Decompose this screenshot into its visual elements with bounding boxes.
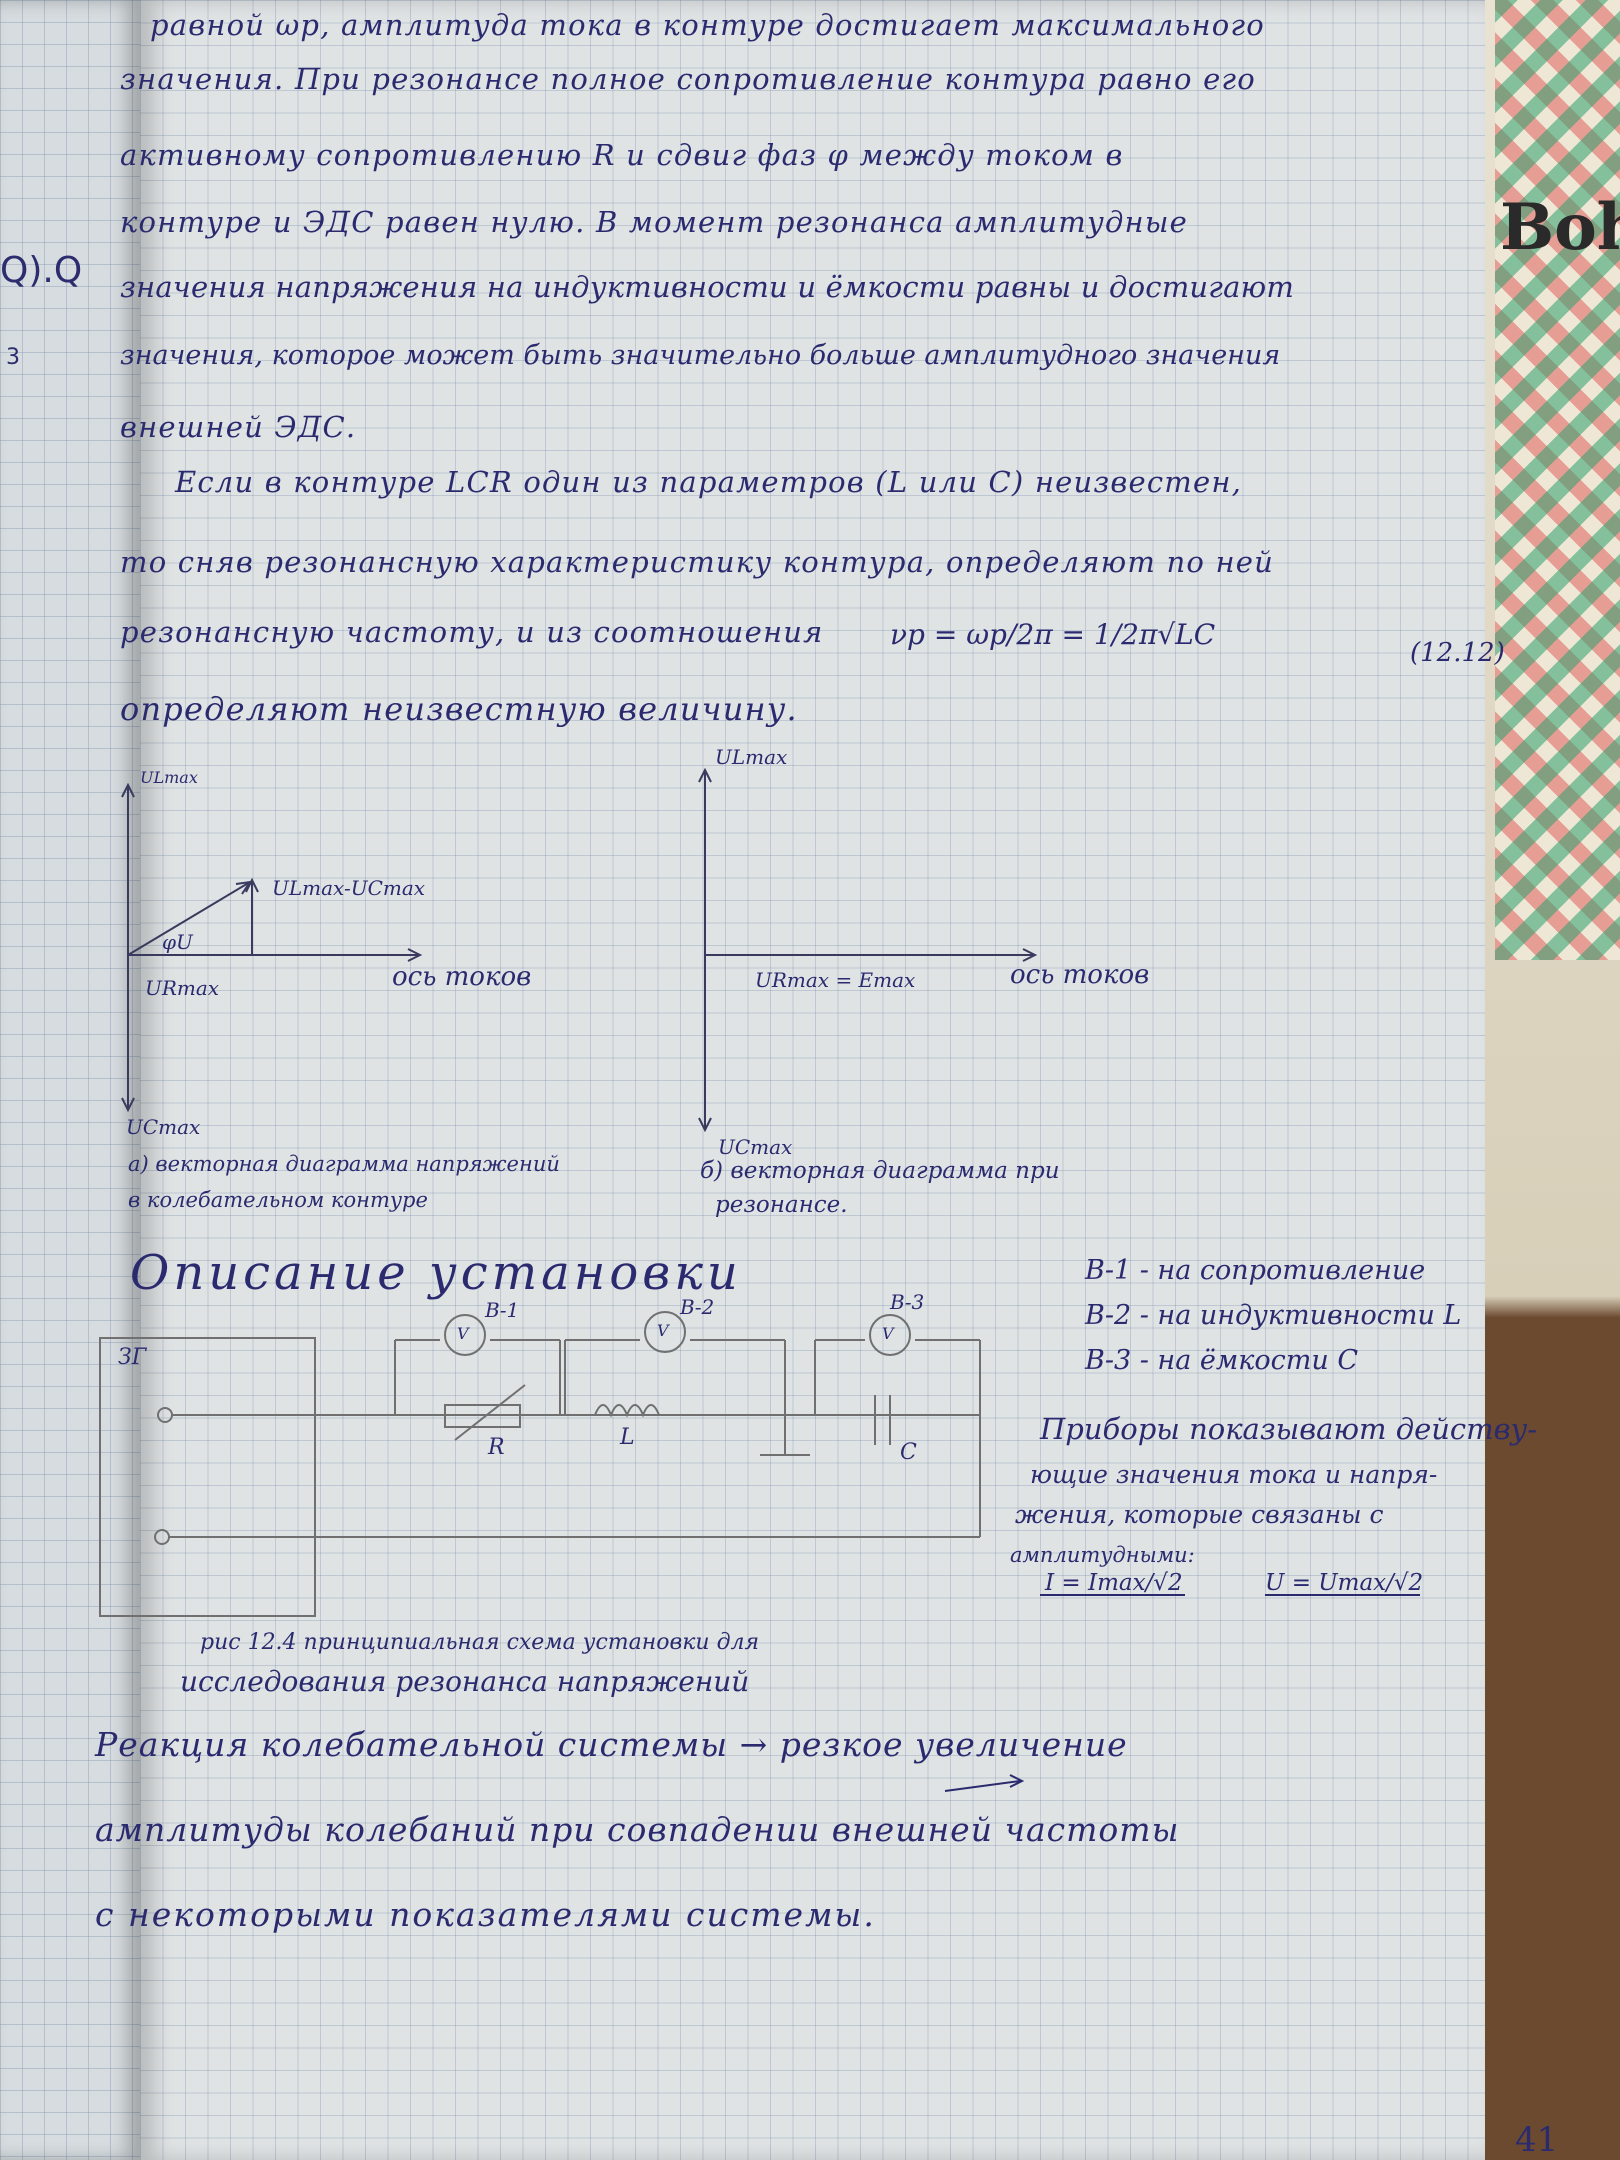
setup-title: Описание установки (130, 1245, 742, 1301)
diagram-b-top-label: ULmax (715, 745, 788, 769)
summary-line: с некоторыми показателями системы. (95, 1895, 876, 1934)
diagram-a-axis-label: ось токов (392, 962, 532, 992)
circuit-wires (99, 1337, 981, 1617)
summary-line: Реакция колебательной системы → резкое у… (95, 1725, 1128, 1764)
generator-label: ЗГ (118, 1345, 147, 1370)
text-line: Если в контуре LCR один из параметров (L… (175, 465, 1243, 499)
note-line: ющие значения тока и напря- (1030, 1460, 1438, 1489)
text-line: то сняв резонансную характеристику конту… (120, 545, 1275, 579)
text-line: значения. При резонансе полное сопротивл… (120, 62, 1256, 96)
inductor-label: L (620, 1425, 635, 1450)
diagram-b-caption: б) векторная диаграмма при (700, 1158, 1060, 1184)
diagram-b-origin-label: URmax = Emax (755, 968, 916, 992)
diagram-a-origin-label: URmax (145, 976, 220, 1000)
summary-line: амплитуды колебаний при совпадении внешн… (95, 1810, 1180, 1849)
text-line: значения напряжения на индуктивности и ё… (120, 270, 1295, 304)
decorative-folder (1495, 0, 1620, 960)
text-line: контуре и ЭДС равен нулю. В момент резон… (120, 205, 1189, 239)
diagram-b-bottom-label: UCmax (718, 1135, 793, 1159)
legend-line: В-1 - на сопротивление (1085, 1255, 1426, 1286)
text-line: равной ωр, амплитуда тока в контуре дост… (150, 8, 1265, 42)
diagram-b-axis-label: ось токов (1010, 960, 1150, 990)
diagram-a-caption: в колебательном контуре (128, 1188, 428, 1212)
caption-line: исследования резонанса напряжений (180, 1665, 750, 1698)
note-line: амплитудными: (1010, 1543, 1195, 1567)
voltmeter-1-label: В-1 (485, 1298, 520, 1322)
legend-line: В-3 - на ёмкости C (1085, 1345, 1358, 1376)
diagram-a-bottom-label: UCmax (126, 1115, 201, 1139)
diagram-a-top-label: ULmax (140, 768, 198, 787)
rms-current-formula: I = Imax/√2 (1045, 1570, 1183, 1596)
text-line: значения, которое может быть значительно… (120, 340, 1281, 371)
note-line: жения, которые связаны с (1015, 1500, 1384, 1529)
page-number: 41 (1515, 2120, 1559, 2160)
underline-strokes (944, 1594, 1420, 1792)
diagram-b-axes (698, 767, 1038, 1133)
voltmeter-circles (444, 1311, 911, 1356)
diagram-a-caption: а) векторная диаграмма напряжений (128, 1152, 560, 1176)
voltmeter-3-label: В-3 (890, 1290, 925, 1314)
left-page-mark: Q).Q (0, 250, 83, 291)
text-line: резонансную частоту, и из соотношения (120, 615, 824, 649)
folder-label: Boho (1500, 190, 1620, 265)
resistor-label: R (488, 1435, 505, 1460)
formula-number: (12.12) (1410, 638, 1505, 668)
left-page-mark: 3 (6, 345, 20, 370)
legend-line: В-2 - на индуктивности L (1085, 1300, 1462, 1331)
diagram-a-result-label: ULmax-UCmax (272, 876, 426, 900)
capacitor-label: C (900, 1440, 917, 1465)
diagram-a-phi-label: φU (162, 930, 193, 954)
voltmeter-symbol: V (657, 1321, 669, 1340)
text-line: внешней ЭДС. (120, 410, 357, 444)
resonance-formula: νр = ωр/2π = 1/2π√LC (890, 618, 1216, 651)
text-line: определяют неизвестную величину. (120, 690, 798, 728)
voltmeter-2-label: В-2 (680, 1295, 715, 1319)
diagram-b-caption: резонансе. (715, 1192, 848, 1218)
text-line: активному сопротивлению R и сдвиг фаз φ … (120, 138, 1124, 172)
caption-line: рис 12.4 принципиальная схема установки … (200, 1630, 760, 1655)
notebook-page (140, 0, 1485, 2160)
voltmeter-symbol: V (457, 1324, 469, 1343)
rms-voltage-formula: U = Umax/√2 (1265, 1570, 1424, 1596)
voltmeter-symbol: V (882, 1324, 894, 1343)
left-notebook-page: Q).Q 3 (0, 0, 140, 2160)
note-line: Приборы показывают действу- (1040, 1412, 1538, 1446)
diagram-a-axes (121, 782, 423, 1113)
